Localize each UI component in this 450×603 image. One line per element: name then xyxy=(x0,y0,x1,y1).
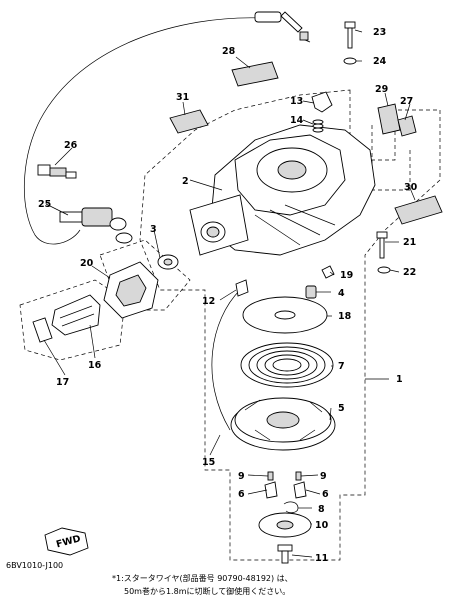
diagram-code: 6BV1010-J100 xyxy=(6,561,64,570)
drive-plate-10 xyxy=(258,512,312,538)
pawl-6-left xyxy=(264,481,278,499)
label-26: 26 xyxy=(64,140,78,151)
label-plate-30 xyxy=(394,195,443,225)
fwd-arrow-icon: FWD xyxy=(44,527,89,556)
label-22: 22 xyxy=(403,267,416,278)
clip-17 xyxy=(32,317,53,343)
starter-cable-route xyxy=(24,17,263,245)
assembly-20-boundary xyxy=(99,239,191,311)
note-line-1: *1:スタータワイヤ(部品番号 90790-48192) は、 xyxy=(112,574,293,583)
label-24: 24 xyxy=(373,56,387,67)
label-30: 30 xyxy=(404,182,418,193)
pulley-5 xyxy=(230,397,336,451)
label-11: 11 xyxy=(315,553,328,564)
handle-frame-20 xyxy=(103,261,159,319)
clip-8 xyxy=(283,501,299,514)
label-plate-28 xyxy=(231,61,279,87)
label-plate-31 xyxy=(169,109,209,134)
label-6-left: 6 xyxy=(238,489,245,500)
label-8: 8 xyxy=(318,504,325,515)
pin-9-left xyxy=(267,471,274,481)
label-27: 27 xyxy=(400,96,413,107)
label-9-left: 9 xyxy=(238,471,245,482)
label-18: 18 xyxy=(338,311,352,322)
label-17: 17 xyxy=(56,377,69,388)
label-5: 5 xyxy=(338,403,345,414)
pin-9-right xyxy=(295,471,302,481)
label-7: 7 xyxy=(338,361,345,372)
bolt-23 xyxy=(344,21,356,49)
label-16: 16 xyxy=(88,360,102,371)
spiral-spring-7 xyxy=(240,342,334,388)
spring-14 xyxy=(312,119,324,133)
starter-handle-16 xyxy=(51,294,101,336)
label-15: 15 xyxy=(202,457,215,468)
pawl-6-right xyxy=(293,481,307,499)
label-2: 2 xyxy=(182,176,189,187)
label-23: 23 xyxy=(373,27,386,38)
label-6-right: 6 xyxy=(322,489,329,500)
bolt-11 xyxy=(277,544,293,564)
starter-case-2 xyxy=(189,124,376,256)
collar-4 xyxy=(305,285,317,299)
label-20: 20 xyxy=(80,258,94,269)
cable-holder-13 xyxy=(311,91,333,113)
grommet-3 xyxy=(157,254,179,270)
leader-lines xyxy=(43,29,416,558)
label-25: 25 xyxy=(38,199,51,210)
connector-26 xyxy=(37,164,77,179)
label-29: 29 xyxy=(375,84,388,95)
label-1: 1 xyxy=(396,374,403,385)
label-14: 14 xyxy=(290,115,304,126)
plate-18-hole xyxy=(274,310,296,320)
clip-19 xyxy=(321,265,335,279)
starter-rope-15 xyxy=(211,289,241,431)
stop-switch-25 xyxy=(59,207,133,244)
label-19: 19 xyxy=(340,270,353,281)
label-21: 21 xyxy=(403,237,416,248)
rope-guide-12 xyxy=(235,279,249,297)
label-3: 3 xyxy=(150,224,157,235)
label-4: 4 xyxy=(338,288,345,299)
cable-end xyxy=(254,11,309,41)
label-plate-29 xyxy=(377,103,401,135)
label-9-right: 9 xyxy=(320,471,327,482)
assembly-16-boundary xyxy=(19,279,126,361)
label-plate-27 xyxy=(397,115,417,137)
note-line-2: 50m巻から1.8mに切断して御使用ください。 xyxy=(124,587,291,596)
washer-22 xyxy=(377,266,391,274)
bolt-21 xyxy=(376,231,388,259)
washer-24 xyxy=(343,57,357,65)
label-10: 10 xyxy=(315,520,329,531)
label-13: 13 xyxy=(290,96,303,107)
label-31: 31 xyxy=(176,92,189,103)
label-28: 28 xyxy=(222,46,236,57)
label-12: 12 xyxy=(202,296,215,307)
